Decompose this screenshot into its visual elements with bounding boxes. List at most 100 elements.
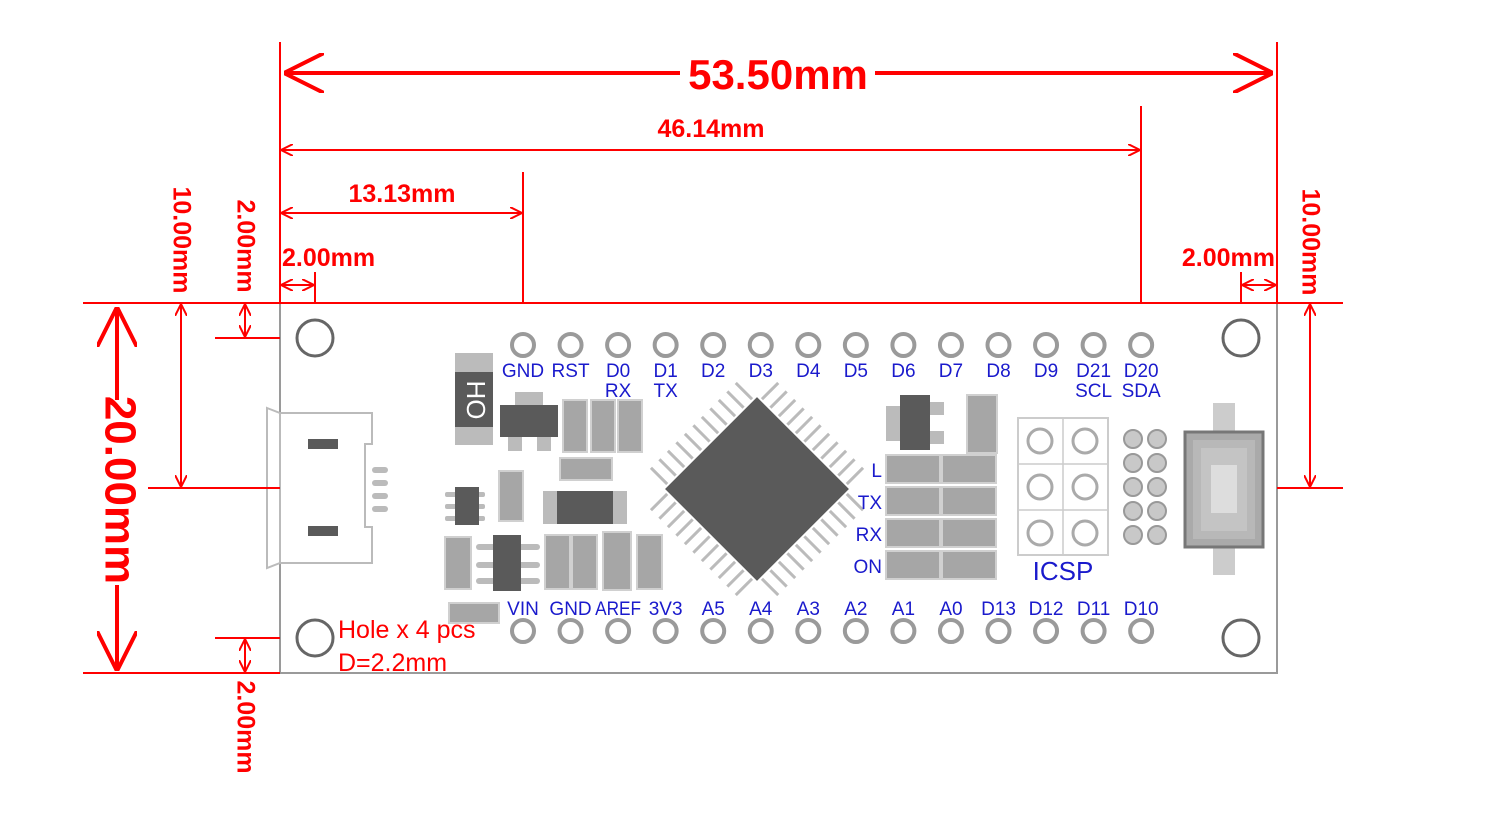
pin-pad [890,618,917,644]
pin-pad [557,618,584,644]
first-pin-offset-label: 13.13mm [348,180,455,208]
header-pin: A1 [890,599,917,644]
led-label: ON [854,557,883,578]
pin-pad [985,332,1012,358]
led-block: L TX RX ON [854,394,998,580]
pin-pad [795,332,822,358]
pin-label: RST [552,361,590,382]
pin-label: A0 [939,599,962,620]
pin-label: D9 [1034,361,1058,382]
pin-label: A1 [892,599,915,620]
pin-pad [1128,332,1155,358]
small-pad [1123,501,1143,521]
header-pin: AREF [595,599,641,644]
mounting-hole [295,318,335,358]
small-pad [1123,429,1143,449]
pin-pad [1033,332,1060,358]
header-pin: VIN [507,599,539,644]
pin-label: A3 [797,599,820,620]
hole-offset-left-label: 2.00mm [282,244,375,272]
header-pin: A5 [700,599,727,644]
pin-label: GND [549,599,591,620]
pin-label: D8 [986,361,1010,382]
header-pin: A4 [747,599,774,644]
pin-pad [652,332,679,358]
header-pin: A2 [842,599,869,644]
icsp-label: ICSP [1033,556,1094,586]
header-pin: A0 [937,599,964,644]
header-pin: D9 [1033,332,1060,382]
small-pad [1147,501,1167,521]
reset-button [1183,403,1265,575]
led-row: L [871,454,997,484]
led-label: RX [856,525,883,546]
pin-pad [700,618,727,644]
mounting-hole [1221,618,1261,658]
pin-label: D5 [844,361,868,382]
header-pin: GND [549,599,592,644]
header-pin: D13 [981,599,1016,644]
smd-components: HO [444,353,663,624]
header-pin: D10 [1124,599,1159,644]
pin-pad [842,332,869,358]
header-pin: RST [552,332,590,382]
hole-offset-right-label: 2.00mm [1182,244,1275,272]
pin-pad [842,618,869,644]
total-length-label: 53.50mm [688,51,868,98]
header-pin: D2 [700,332,727,382]
header-pin: D7 [937,332,964,382]
mounting-holes [295,318,1261,658]
dimension-labels: 53.50mm 46.14mm 13.13mm 2.00mm 2.00mm 20… [95,51,1324,774]
pin-pad [1080,332,1107,358]
pin-label: D4 [796,361,821,382]
pin-pad [985,618,1012,644]
pin-pad [937,618,964,644]
header-pin: GND [502,332,544,382]
pin-sublabel: RX [605,381,632,402]
pin-pad [605,332,632,358]
led-label: TX [858,493,883,514]
led-row: TX [858,486,997,516]
pin-pad [747,618,774,644]
led-row: RX [856,518,997,548]
pin-label: D21 [1076,361,1111,382]
header-pin: D4 [795,332,822,382]
pin-label: D11 [1077,599,1110,620]
pin-sublabel: SCL [1075,381,1112,402]
pin-label: 3V3 [649,599,683,620]
small-pad [1123,525,1143,545]
pin-label: D3 [749,361,773,382]
pin-span-label: 46.14mm [657,115,764,143]
header-pin: D5 [842,332,869,382]
width-label: 20.00mm [95,396,144,584]
pin-pad [510,618,536,644]
pin-pad [795,618,822,644]
led-label: L [871,461,882,482]
pin-pad [605,618,632,644]
pin-pad [510,332,536,358]
pin-pad [1033,618,1060,644]
header-pin: A3 [795,599,822,644]
pin-pad [1128,618,1155,644]
pin-label: D7 [939,361,963,382]
pin-pad [937,332,964,358]
header-pin: D12 [1029,599,1063,644]
pin-label: D6 [891,361,915,382]
pin-pad [747,332,774,358]
pin-label: GND [502,361,544,382]
small-pad-array [1123,429,1167,545]
small-pad [1123,477,1143,497]
pin-label: D20 [1124,361,1159,382]
microcontroller-chip [649,381,865,597]
pin-label: D13 [981,599,1016,620]
small-pad [1147,477,1167,497]
small-pad [1147,429,1167,449]
header-pin: D11 [1077,599,1110,644]
hole-offset-bottom-label: 2.00mm [231,680,259,773]
small-pad [1123,453,1143,473]
pin-sublabel: TX [654,381,679,402]
